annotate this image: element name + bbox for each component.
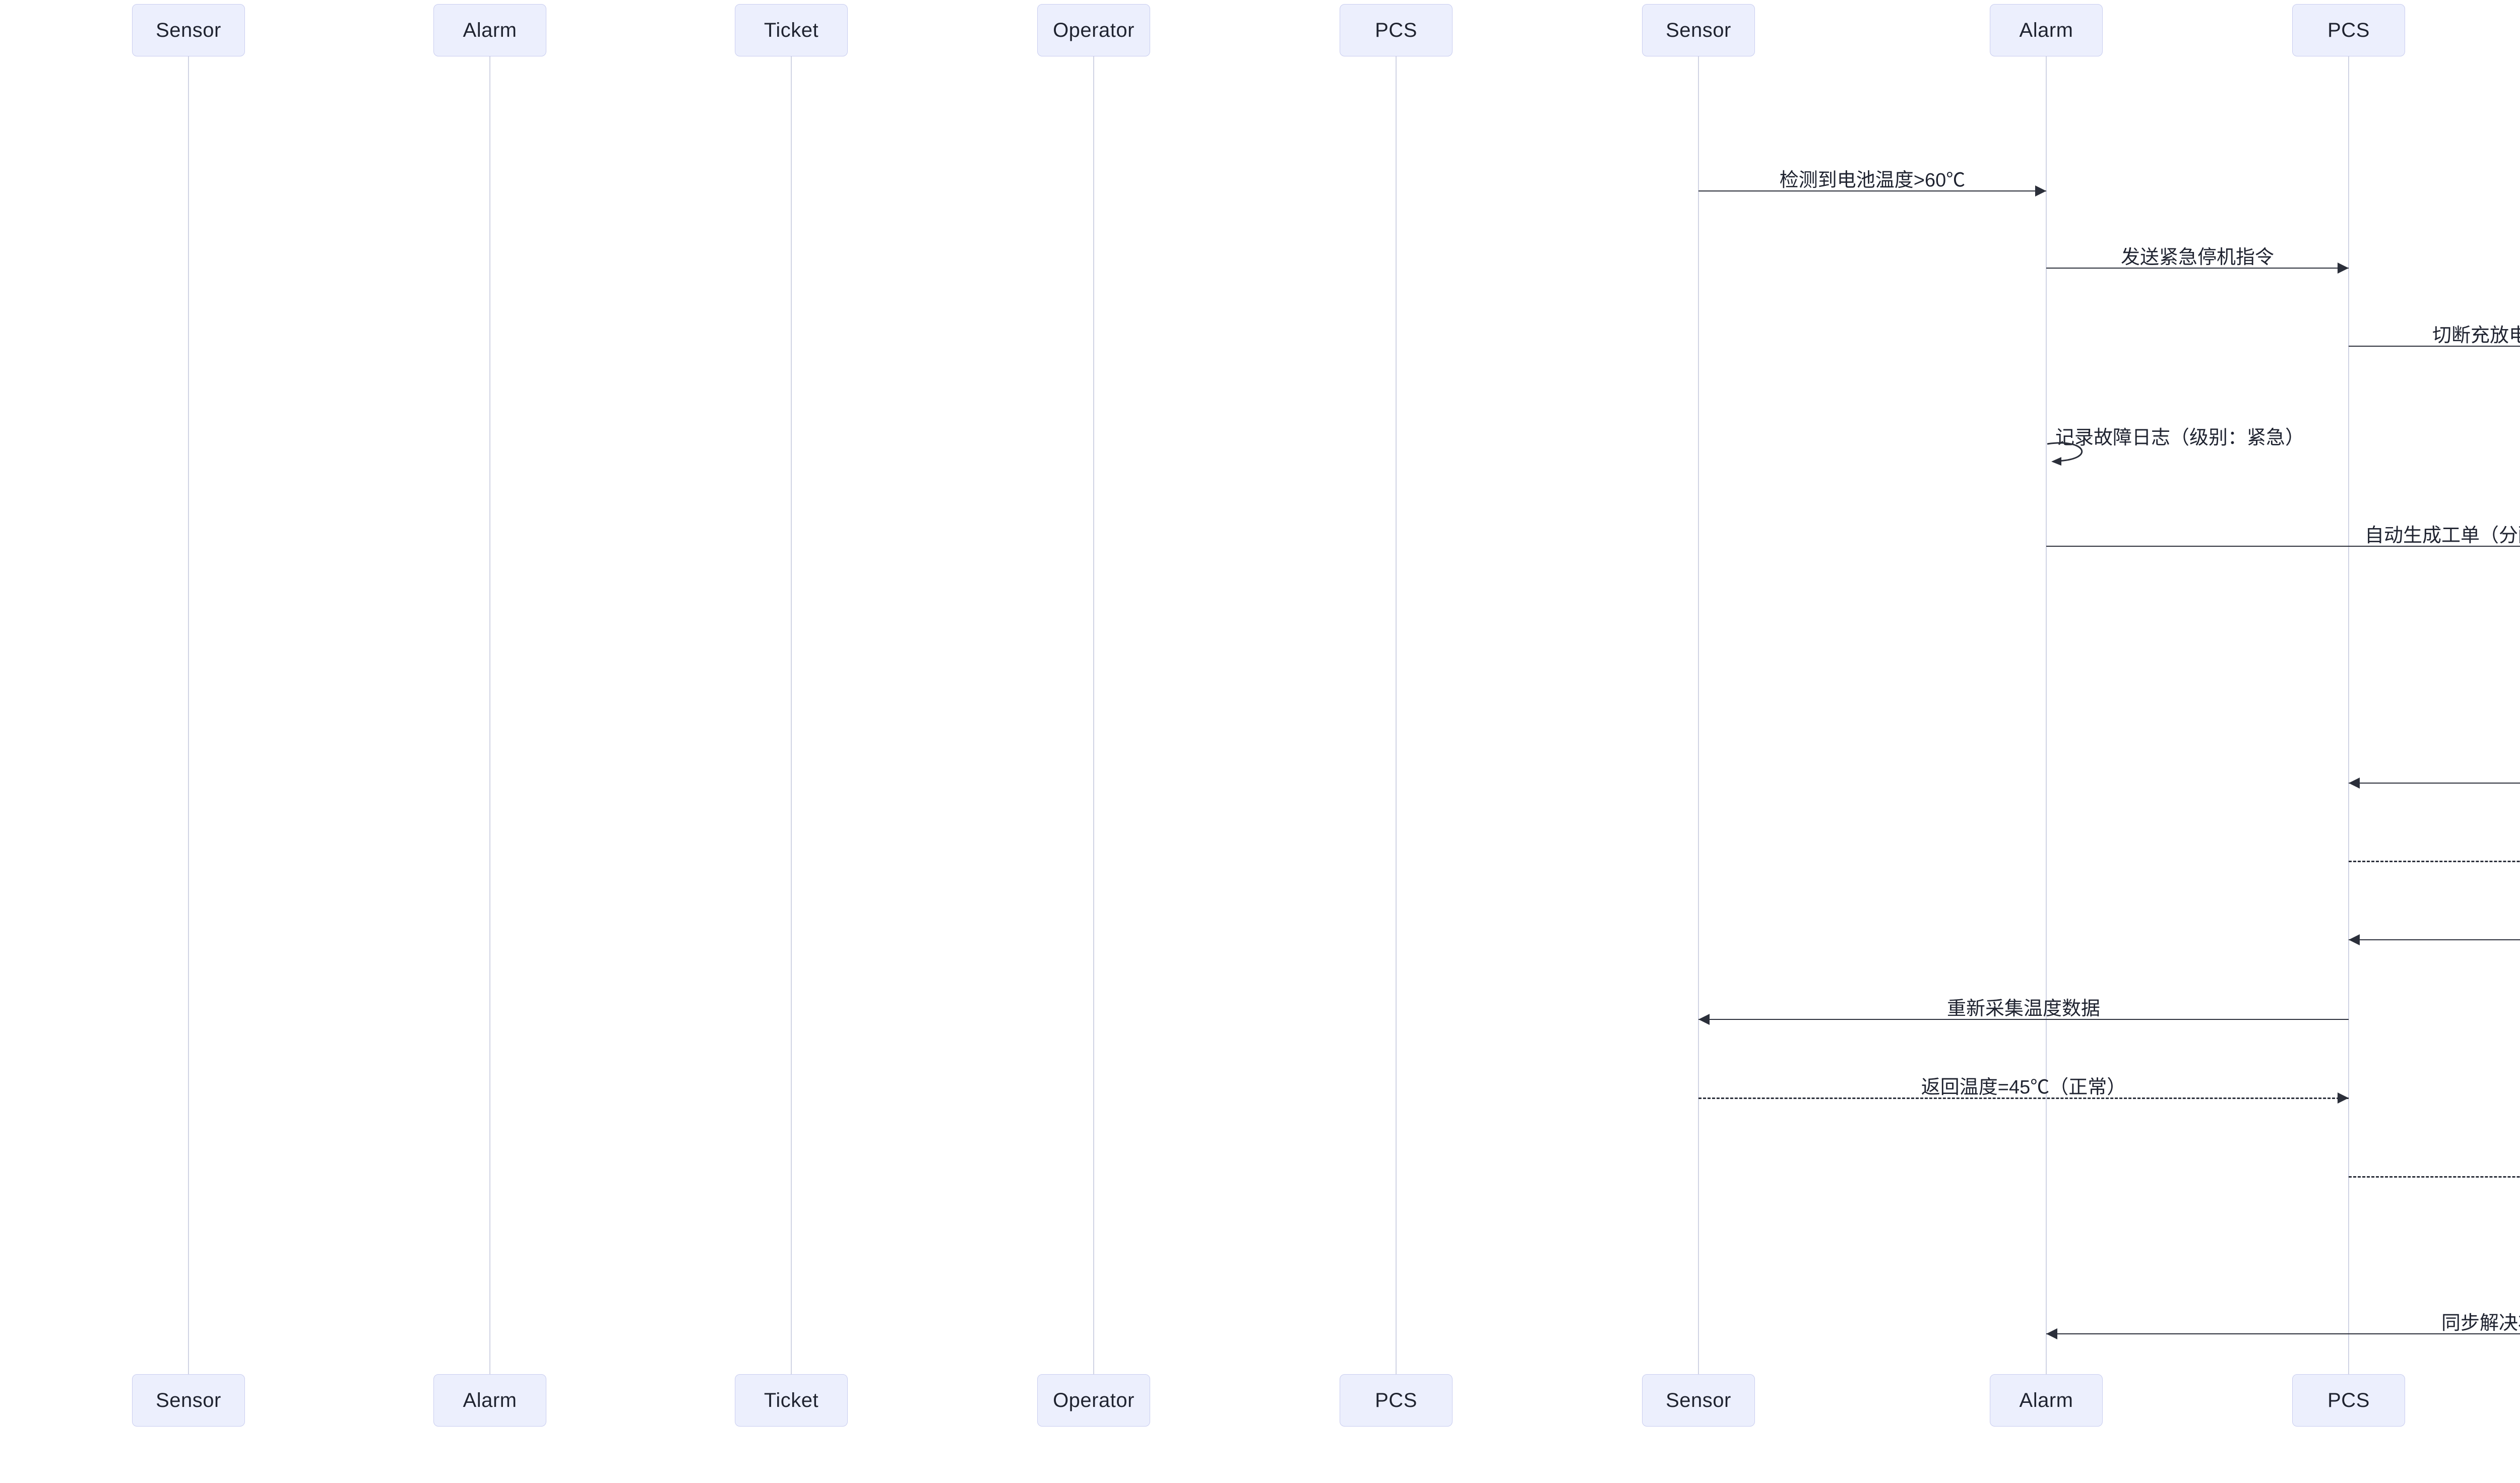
message-line-m5	[2046, 546, 2520, 547]
message-line-m15	[2046, 1333, 2520, 1334]
message-line-m12	[1698, 1098, 2349, 1099]
message-line-m2	[2046, 268, 2349, 269]
participant-bottom-alarm2[interactable]: Alarm	[1990, 1374, 2103, 1427]
participant-bottom-pcs[interactable]: PCS	[1340, 1374, 1453, 1427]
participant-bottom-pcs2[interactable]: PCS	[2292, 1374, 2405, 1427]
message-arrowhead-m11	[1698, 1014, 1710, 1025]
message-arrowhead-m12	[2338, 1092, 2349, 1104]
message-line-m3	[2349, 346, 2520, 347]
message-line-m11	[1698, 1019, 2349, 1020]
participant-top-alarm2[interactable]: Alarm	[1990, 4, 2103, 56]
message-arrowhead-m1	[2035, 185, 2046, 197]
message-label-m12: 返回温度=45℃（正常）	[1921, 1077, 2126, 1098]
participant-top-operator[interactable]: Operator	[1037, 4, 1150, 56]
message-label-m11: 重新采集温度数据	[1946, 998, 2101, 1019]
message-arrowhead-m2	[2338, 263, 2349, 274]
message-selfloop-m4	[2046, 438, 2102, 476]
message-label-m3: 切断充放电回路	[2432, 325, 2520, 346]
participant-bottom-sensor2[interactable]: Sensor	[1642, 1374, 1755, 1427]
participant-bottom-operator[interactable]: Operator	[1037, 1374, 1150, 1427]
participant-top-ticket[interactable]: Ticket	[735, 4, 848, 56]
message-line-m10	[2349, 939, 2520, 940]
lifeline-sensor2	[1698, 56, 1699, 1374]
message-line-m13	[2349, 1176, 2520, 1178]
lifeline-ticket	[791, 56, 792, 1374]
participant-top-pcs2[interactable]: PCS	[2292, 4, 2405, 56]
message-label-m15: 同步解决状态	[2441, 1313, 2520, 1334]
message-label-m1: 检测到电池温度>60℃	[1779, 170, 1966, 191]
participant-bottom-alarm[interactable]: Alarm	[433, 1374, 546, 1427]
message-arrowhead-m15	[2046, 1328, 2057, 1339]
message-line-m8	[2349, 783, 2520, 784]
lifeline-operator	[1093, 56, 1094, 1374]
participant-bottom-sensor[interactable]: Sensor	[132, 1374, 245, 1427]
message-arrowhead-m8	[2349, 778, 2360, 789]
participant-top-sensor[interactable]: Sensor	[132, 4, 245, 56]
participant-top-sensor2[interactable]: Sensor	[1642, 4, 1755, 56]
lifeline-pcs	[1396, 56, 1397, 1374]
message-label-m4: 记录故障日志（级别：紧急）	[2055, 427, 2305, 448]
lifeline-alarm	[489, 56, 490, 1374]
message-arrowhead-m10	[2349, 934, 2360, 945]
message-line-m1	[1698, 190, 2046, 191]
lifeline-pcs2	[2348, 56, 2349, 1374]
message-label-m5: 自动生成工单（分配至运维组）	[2364, 525, 2520, 546]
lifeline-alarm2	[2046, 56, 2047, 1374]
participant-bottom-ticket[interactable]: Ticket	[735, 1374, 848, 1427]
message-label-m2: 发送紧急停机指令	[2120, 247, 2275, 268]
participant-top-pcs[interactable]: PCS	[1340, 4, 1453, 56]
message-line-m9	[2349, 861, 2520, 862]
lifeline-sensor	[188, 56, 189, 1374]
participant-top-alarm[interactable]: Alarm	[433, 4, 546, 56]
